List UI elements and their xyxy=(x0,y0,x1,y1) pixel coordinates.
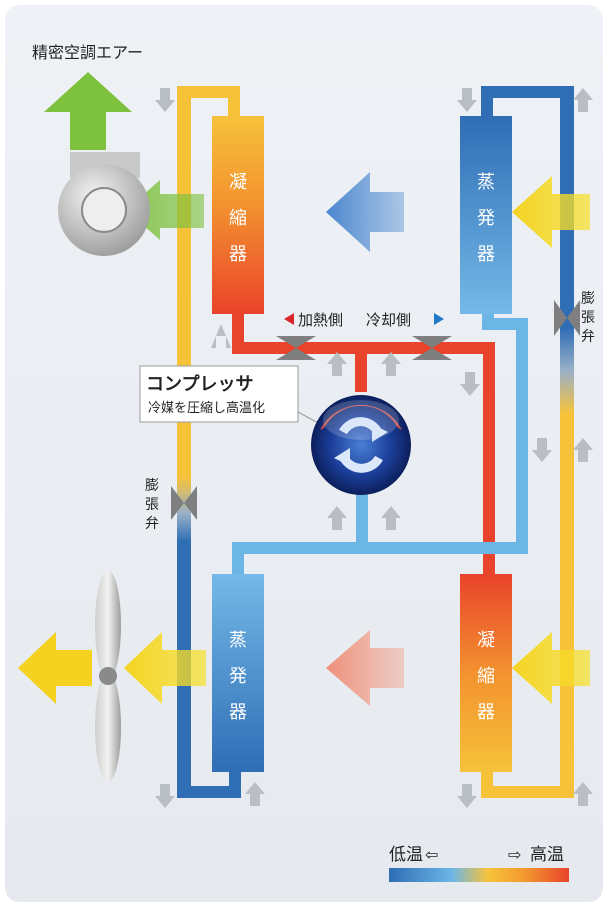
compressor-label: コンプレッサ 冷媒を圧縮し高温化 xyxy=(139,365,321,425)
flow-arrow-down xyxy=(155,784,175,808)
condenser-bottom: 凝 縮 器 xyxy=(460,574,512,772)
switch-valve-cooling xyxy=(412,336,452,360)
evaporator-top-char-3: 器 xyxy=(477,244,495,265)
flow-arrow-up xyxy=(381,352,401,376)
legend-high-label: 高温 xyxy=(530,845,564,865)
condenser-top-char-1: 凝 xyxy=(229,172,247,193)
compressor-description: 冷媒を圧縮し高温化 xyxy=(148,400,265,416)
flow-arrow-up xyxy=(245,782,265,806)
cooling-direction-icon xyxy=(434,313,444,325)
evaporator-top: 蒸 発 器 xyxy=(460,116,512,314)
expansion-valve-left xyxy=(171,486,197,520)
compressor-name: コンプレッサ xyxy=(146,373,253,395)
flow-arrow-up xyxy=(573,438,593,462)
flow-arrow-down xyxy=(155,88,175,112)
warm-air-arrow xyxy=(326,630,404,706)
condenser-top-char-3: 器 xyxy=(229,244,247,265)
fan-icon xyxy=(95,570,121,782)
top-left-pipe xyxy=(177,86,239,98)
cooling-side-label: 冷却側 xyxy=(366,311,411,329)
flow-arrow-down xyxy=(532,438,552,462)
compressor-cycle-icon xyxy=(311,395,411,495)
air-flow-arrows xyxy=(18,72,590,706)
evaporator-bottom-char-2: 発 xyxy=(229,666,247,687)
flow-arrow-down xyxy=(457,88,477,112)
legend-low-arrow-icon: ⇦ xyxy=(425,845,438,864)
yellow-left-out-arrow xyxy=(18,632,92,704)
cool-air-arrow xyxy=(326,172,404,252)
diagram-title: 精密空調エアー xyxy=(32,43,143,62)
green-up-arrow xyxy=(44,72,132,150)
valve-left-char-2: 張 xyxy=(145,497,159,513)
flow-arrow-up xyxy=(573,88,593,112)
evaporator-bottom-char-3: 器 xyxy=(229,702,247,723)
flow-arrow-down xyxy=(457,784,477,808)
right-pipe xyxy=(560,86,574,798)
flow-arrow-up xyxy=(327,352,347,376)
yellow-left-mid-arrow xyxy=(124,632,206,704)
flow-arrow-down xyxy=(460,372,480,396)
bottom-right-pipe xyxy=(481,786,574,798)
valve-left-char-1: 膨 xyxy=(145,477,159,494)
valve-right-char-2: 張 xyxy=(581,310,595,326)
temperature-legend: 低温 ⇦ ⇨ 高温 xyxy=(389,845,569,882)
flow-arrow-up xyxy=(381,506,401,530)
switch-valve-heating xyxy=(276,336,316,360)
flow-direction-arrows xyxy=(155,88,593,808)
flow-arrow-up xyxy=(211,324,231,348)
condenser-bottom-char-1: 凝 xyxy=(477,630,495,651)
yellow-right-top-arrow xyxy=(512,176,590,248)
blower-icon xyxy=(58,152,150,256)
valve-right-char-3: 弁 xyxy=(581,329,595,345)
condenser-bottom-char-2: 縮 xyxy=(477,666,495,687)
left-pipe xyxy=(177,86,191,798)
heating-direction-icon xyxy=(284,313,294,325)
legend-high-arrow-icon: ⇨ xyxy=(508,845,521,864)
evaporator-bottom: 蒸 発 器 xyxy=(212,574,264,772)
yellow-right-bottom-arrow xyxy=(512,632,590,704)
top-right-pipe xyxy=(481,86,574,98)
bottom-left-pipe xyxy=(177,786,241,798)
valve-right-char-1: 膨 xyxy=(581,290,595,307)
evaporator-top-char-2: 発 xyxy=(477,208,495,229)
flow-arrow-up xyxy=(327,506,347,530)
evaporator-top-char-1: 蒸 xyxy=(477,172,495,193)
condenser-top-char-2: 縮 xyxy=(229,208,247,229)
expansion-valve-right xyxy=(554,300,580,336)
condenser-top: 凝 縮 器 xyxy=(212,116,264,314)
legend-gradient-bar xyxy=(389,868,569,882)
valve-left-char-3: 弁 xyxy=(145,516,159,532)
refrigerant-pipes xyxy=(177,86,574,798)
flow-arrow-up xyxy=(573,782,593,806)
legend-low-label: 低温 xyxy=(389,845,423,865)
evaporator-bottom-char-1: 蒸 xyxy=(229,630,247,651)
heating-side-label: 加熱側 xyxy=(298,311,343,329)
condenser-bottom-char-3: 器 xyxy=(477,702,495,723)
